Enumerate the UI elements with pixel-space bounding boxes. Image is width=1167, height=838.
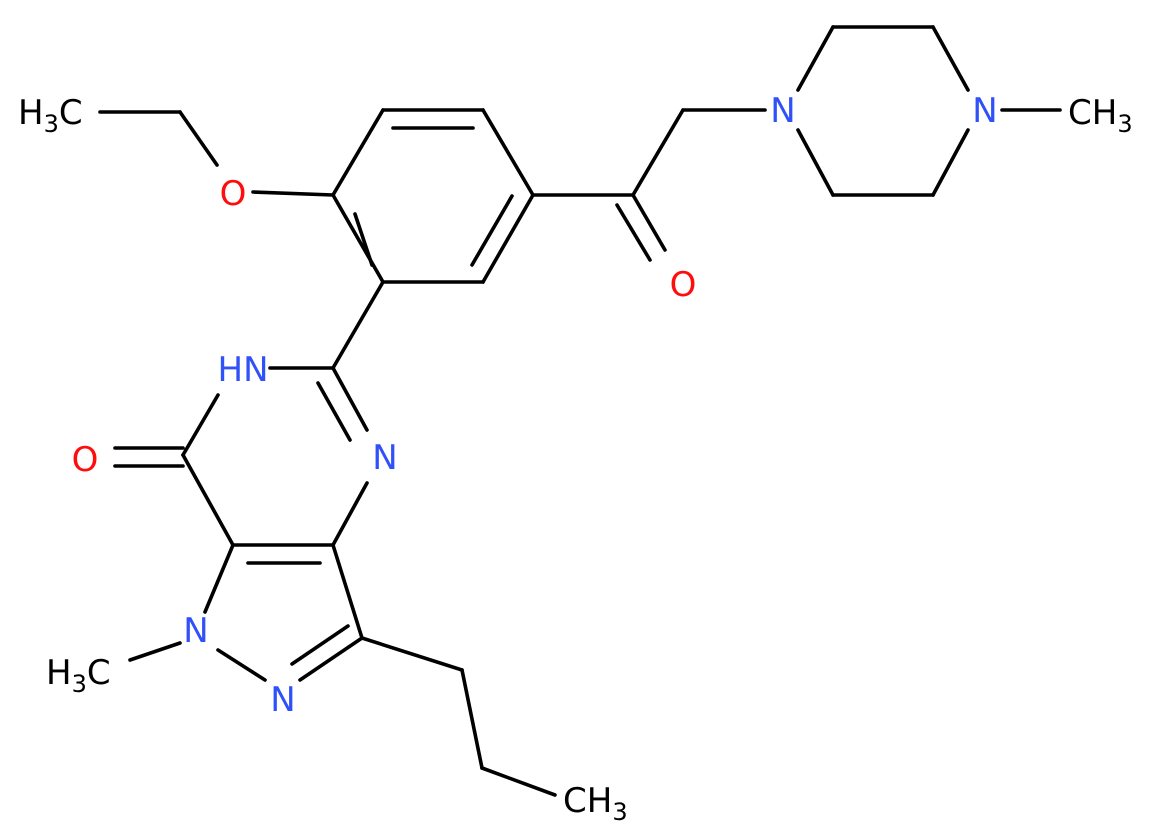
piperazine-n4-label: N	[972, 91, 997, 131]
bond-aryl-pyrimidine	[331, 280, 385, 370]
pyrazole-n2-label: N	[270, 680, 295, 720]
ketone-oxygen-label: O	[670, 265, 697, 305]
ether-oxygen-label: O	[220, 174, 247, 214]
bond-benzene-d-inner	[470, 194, 514, 267]
ethyl-methyl-label: H3C	[18, 93, 83, 138]
bond-c7a-n1	[203, 543, 235, 614]
bond-benzene-d	[481, 193, 535, 284]
pyrazole-n1-label: N	[183, 611, 208, 651]
bond-benzene-a	[331, 108, 385, 197]
bond-ch2-o	[178, 110, 219, 167]
bond-n4-c5-1	[331, 366, 369, 432]
bond-pip-1	[796, 25, 835, 92]
bond-benzene-c	[481, 108, 535, 197]
bond-c3a-n4	[331, 481, 369, 547]
pyrimidine-n-label: N	[372, 438, 397, 478]
bond-pip-4	[931, 128, 970, 197]
bond-o-aryl	[251, 190, 335, 197]
bond-benzene-f	[331, 193, 385, 284]
bonds	[98, 25, 1062, 797]
bond-n4-c5-2	[316, 381, 352, 442]
bond-carbonyl-o-1	[631, 193, 667, 252]
bond-n2-c3-1	[298, 636, 364, 682]
atom-labels: H3C O O N N CH3 HN O N N N H3C CH3	[18, 91, 1133, 826]
amide-oxygen-label: O	[72, 440, 99, 480]
piperazine-methyl-label: CH3	[1068, 93, 1133, 138]
bond-c7-c7a	[181, 453, 235, 547]
bond-c3-c3a	[331, 543, 364, 640]
nh-label: HN	[218, 350, 269, 390]
bond-propyl-1	[360, 636, 464, 672]
propyl-methyl-label: CH3	[563, 781, 628, 826]
bond-nh-c7	[181, 393, 220, 457]
bond-n2-c3-2	[290, 624, 350, 666]
bond-pip-3	[931, 25, 970, 92]
n-methyl-label: H3C	[46, 653, 111, 698]
bond-carbonyl-ch2	[631, 108, 685, 197]
bond-pip-6	[796, 128, 835, 197]
bond-carbonyl-o-2	[615, 203, 652, 262]
bond-propyl-2	[460, 668, 484, 770]
bond-n1-methyl	[128, 641, 182, 662]
bond-propyl-3	[480, 766, 557, 797]
bond-benzene-f-inner	[353, 212, 374, 267]
piperazine-n1-label: N	[770, 91, 795, 131]
bond-n1-n2	[216, 648, 267, 682]
